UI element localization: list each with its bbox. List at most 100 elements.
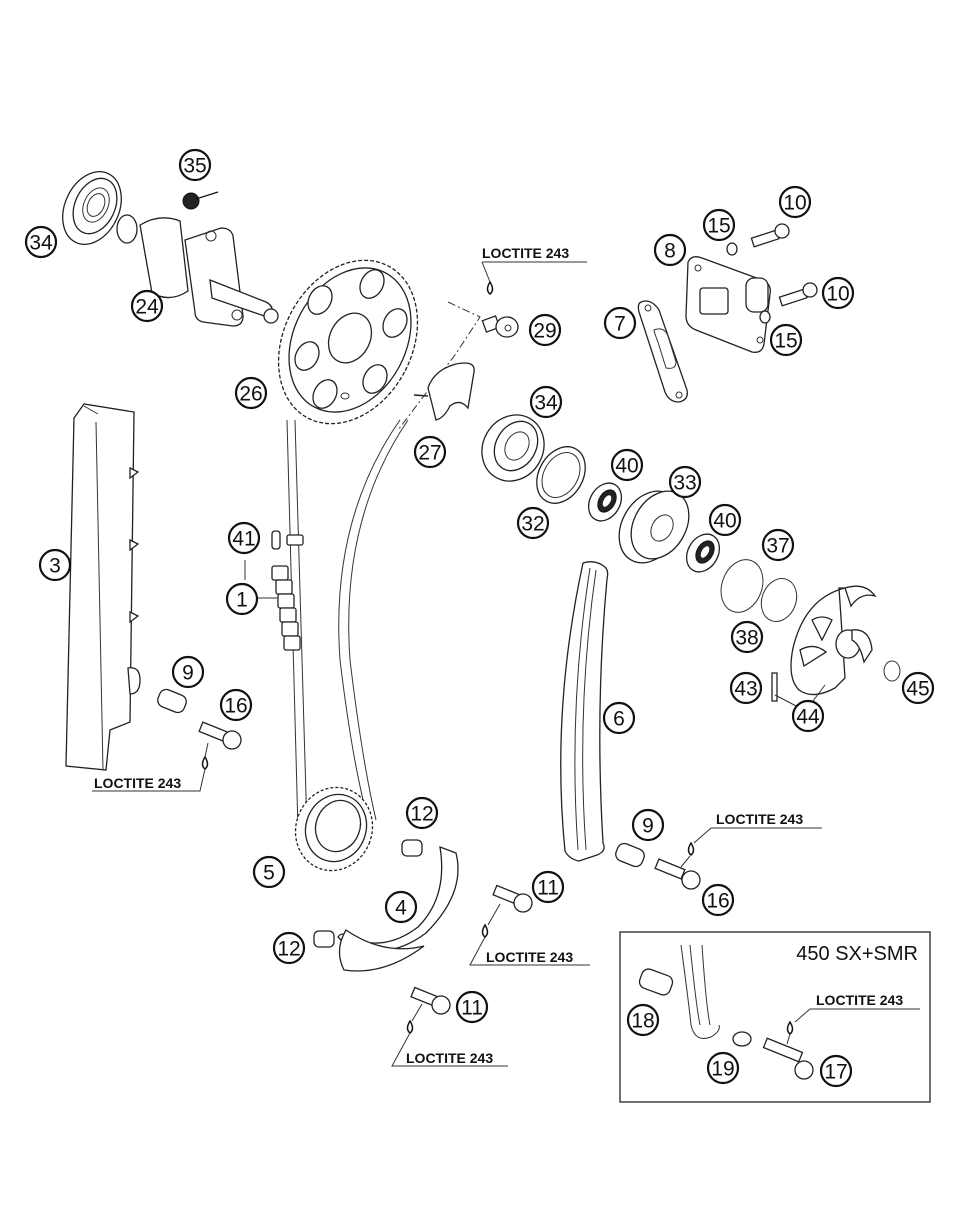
o-ring-37 [720,559,764,613]
bushing-18 [638,968,674,996]
svg-text:16: 16 [224,695,247,718]
loctite-label: LOCTITE 243 [94,775,181,791]
svg-text:32: 32 [521,513,544,536]
svg-text:1: 1 [236,589,248,612]
svg-text:9: 9 [182,662,194,685]
loctite-drop [481,923,489,938]
callout-9: 9 [171,655,205,689]
loctite-drop [687,841,695,856]
callout-7: 7 [603,306,637,340]
chain-guide-6 [560,561,609,862]
pin-43 [771,672,778,702]
bolt-17 [762,1037,814,1080]
callout-35: 35 [178,148,212,182]
callout-40: 40 [610,448,644,482]
callout-33: 33 [668,465,702,499]
svg-text:8: 8 [664,240,676,263]
svg-text:26: 26 [239,383,262,406]
leader-line [469,903,590,966]
bushing-12-bottom [313,930,335,948]
callout-37: 37 [761,528,795,562]
loctite-drop [201,755,209,770]
svg-text:16: 16 [706,890,729,913]
o-ring-38 [760,578,798,622]
callout-15: 15 [769,323,803,357]
chain-tensioner-27 [413,362,475,421]
bearing-34-top [62,171,122,245]
svg-text:4: 4 [395,897,407,920]
svg-text:7: 7 [614,313,626,336]
svg-text:12: 12 [410,803,433,826]
callout-18: 18 [626,1003,660,1037]
callout-19: 19 [706,1051,740,1085]
svg-text:9: 9 [642,815,654,838]
svg-text:15: 15 [707,215,730,238]
svg-text:10: 10 [783,192,806,215]
seal-40-right [685,533,721,573]
callout-11: 11 [531,870,565,904]
loctite-drop [406,1019,414,1034]
callout-16: 16 [219,688,253,722]
svg-text:5: 5 [263,862,275,885]
callout-26: 26 [234,376,268,410]
callout-4: 4 [384,890,418,924]
callout-40: 40 [708,503,742,537]
bushing-9-left [157,688,187,714]
loctite-label: LOCTITE 243 [816,992,903,1008]
camshaft-24 [116,214,279,327]
callout-9: 9 [631,808,665,842]
svg-text:11: 11 [537,877,559,900]
svg-text:17: 17 [824,1061,847,1084]
tensioner-housing-8 [685,256,771,353]
svg-text:24: 24 [135,296,159,319]
loctite-label: LOCTITE 243 [716,811,803,827]
leader-line [680,827,822,868]
seal-40-left [587,482,623,522]
callout-10: 10 [778,185,812,219]
svg-text:15: 15 [774,330,797,353]
callout-16: 16 [701,883,735,917]
loctite-label: LOCTITE 243 [482,245,569,261]
svg-text:37: 37 [766,535,789,558]
bushing-9-right [615,842,645,868]
callout-1: 1 [225,582,259,616]
svg-text:35: 35 [183,155,206,178]
callout-43: 43 [729,671,763,705]
svg-text:45: 45 [906,678,929,701]
camshaft-sprocket-26 [277,259,419,425]
svg-text:34: 34 [534,392,558,415]
svg-text:43: 43 [734,678,757,701]
svg-text:6: 6 [613,708,625,731]
leader-line [92,742,209,792]
washer-15-bottom [759,310,771,324]
bearing-34-right [481,414,545,482]
loctite-label: LOCTITE 243 [486,949,573,965]
impeller-44 [790,585,877,696]
svg-text:41: 41 [232,528,255,551]
svg-text:19: 19 [711,1058,734,1081]
bolt-11-bottom [410,986,451,1015]
bolt-10-top [750,223,790,248]
svg-text:40: 40 [615,455,638,478]
assembly-line [397,301,481,431]
inset-title: 450 SX+SMR [796,943,918,965]
callout-44: 44 [791,699,825,733]
svg-text:33: 33 [673,472,696,495]
inset-450-sx-smr: 450 SX+SMR [619,931,931,1103]
loctite-label: LOCTITE 243 [406,1050,493,1066]
callout-34: 34 [24,225,58,259]
callout-45: 45 [901,671,935,705]
spring-35 [182,191,219,210]
bolt-16-right [654,858,701,890]
callout-11: 11 [455,990,489,1024]
callout-8: 8 [653,233,687,267]
circlip-45 [883,660,901,682]
svg-text:40: 40 [713,510,736,533]
chain-link-41 [271,530,304,550]
svg-text:38: 38 [735,627,758,650]
callout-38: 38 [730,620,764,654]
svg-text:27: 27 [418,442,441,465]
gear-33 [618,490,690,564]
bolt-16-left [198,721,242,750]
